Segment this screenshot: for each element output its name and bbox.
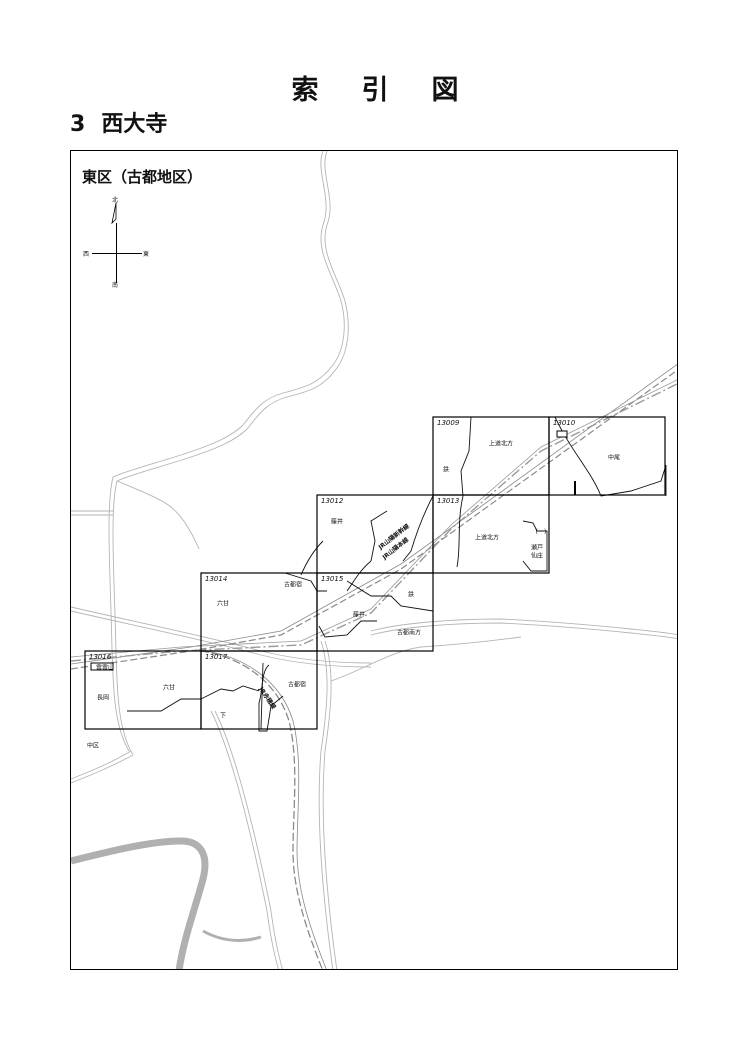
place-label: 六甘 <box>216 600 230 608</box>
tile-13017[interactable]: 13017 <box>201 651 317 729</box>
place-label: 上道北方 <box>474 534 500 542</box>
district-boundaries <box>127 416 667 732</box>
compass-east-label: 東 <box>143 251 150 258</box>
section-number: 3 <box>70 112 86 137</box>
tile-13009[interactable]: 13009 <box>433 417 549 495</box>
tile-13010[interactable]: 13010 <box>549 417 665 495</box>
page-title: 索引図 <box>291 75 502 106</box>
place-label: 下 <box>219 712 227 720</box>
tile-code: 13015 <box>321 575 344 583</box>
tile-13015[interactable]: 13015 <box>317 573 433 651</box>
tile-code: 13013 <box>437 497 460 505</box>
place-label: 藤井 <box>352 611 366 619</box>
place-label: 長岡 <box>96 694 110 702</box>
road-network <box>71 151 677 969</box>
place-label: 古都宿 <box>287 681 307 689</box>
tile-code: 13014 <box>205 575 228 583</box>
river <box>71 837 209 969</box>
tile-code: 13017 <box>205 653 228 661</box>
compass-rose: 北 西 東 南 <box>83 193 153 293</box>
place-label: (一) <box>535 528 547 536</box>
place-label: 上道北方 <box>488 440 514 448</box>
tile-code: 13009 <box>437 419 460 427</box>
compass-north-label: 北 <box>112 197 119 204</box>
map-base-layer <box>71 151 677 969</box>
tile-code: 13016 <box>89 653 112 661</box>
index-map: 東区（古都地区） 北 西 東 南 13009 13010 13012 13013… <box>70 150 678 970</box>
place-label: 中区 <box>86 742 100 750</box>
place-label: 鉄 <box>442 466 450 474</box>
tile-13013[interactable]: 13013 <box>433 495 549 573</box>
place-label: 古都南方 <box>396 629 422 637</box>
place-label: 仙庄 <box>530 552 544 560</box>
north-arrow-icon <box>111 202 117 225</box>
place-label: 鉄 <box>407 591 415 599</box>
place-label: 六甘 <box>162 684 176 692</box>
place-label: 瀬戸 <box>530 544 544 552</box>
tile-13016[interactable]: 13016 <box>85 651 201 729</box>
tile-13012[interactable]: 13012 <box>317 495 433 573</box>
place-label: 藤井 <box>330 518 344 526</box>
tile-code: 13010 <box>553 419 576 427</box>
section-name: 西大寺 <box>101 112 168 137</box>
tile-code: 13012 <box>321 497 344 505</box>
district-label: 東区（古都地区） <box>82 168 203 186</box>
section-heading: 3 西大寺 <box>70 106 167 138</box>
compass-west-label: 西 <box>83 251 90 258</box>
place-label: 中尾 <box>607 454 621 462</box>
place-label: 雲雲山 <box>95 664 115 672</box>
compass-south-label: 南 <box>112 282 119 289</box>
tile-13014[interactable]: 13014 <box>201 573 317 651</box>
place-label: 古都宿 <box>283 581 303 589</box>
tile-grid <box>84 416 666 730</box>
